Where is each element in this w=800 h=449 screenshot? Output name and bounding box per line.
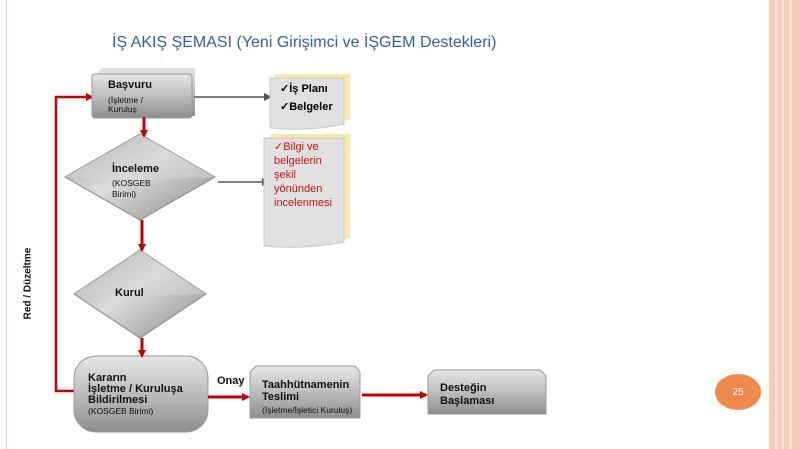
taahhut-line1: Taahhütnamenin <box>262 379 350 391</box>
docs-note-item: ✓Belgeler <box>280 101 333 113</box>
taahhut-line2: Teslimi <box>262 391 300 403</box>
inceleme-title: İnceleme <box>112 163 160 175</box>
basvuru-node <box>91 68 195 119</box>
basvuru-title: Başvuru <box>108 79 153 91</box>
basvuru-sub: (İşletme / Kuruluş <box>108 95 143 114</box>
destek-line1: Desteğin <box>440 382 487 394</box>
review-note-line: belgelerin <box>274 155 322 167</box>
inceleme-sub2: Birimi) <box>112 189 137 199</box>
page-title: İŞ AKIŞ ŞEMASI (Yeni Girişimci ve İŞGEM … <box>112 34 497 51</box>
karar-line3: Bildirilmesi <box>88 394 148 406</box>
review-note <box>263 134 350 248</box>
inceleme-sub1: (KOSGEB <box>112 178 151 188</box>
decorative-side-bar <box>769 0 800 449</box>
taahhut-sub: (İşletme/İşletici Kuruluş) <box>262 405 353 415</box>
taahhut-node <box>249 365 361 419</box>
reject-loop-label: Red / Düzeltme <box>22 247 34 320</box>
karar-line1: Kararın <box>88 372 127 384</box>
approve-label: Onay <box>217 375 245 387</box>
review-note-line: yönünden <box>274 183 323 195</box>
review-note-line: incelenmesi <box>274 197 333 209</box>
karar-sub: (KOSGEB Birimi) <box>88 406 154 416</box>
kurul-title: Kurul <box>115 287 144 299</box>
destek-node <box>427 369 547 415</box>
review-note-line: ✓Bilgi ve <box>274 141 319 153</box>
destek-line2: Başlaması <box>440 395 495 407</box>
docs-note <box>269 74 350 130</box>
kurul-node <box>73 249 207 339</box>
page-number-badge: 25 <box>715 374 761 410</box>
review-note-line: şekil <box>274 169 297 181</box>
karar-line2: İşletme / Kuruluşa <box>88 383 183 395</box>
docs-note-item: ✓İş Planı <box>280 83 328 95</box>
reject-loop-connector <box>54 93 94 393</box>
inceleme-node <box>63 133 217 221</box>
